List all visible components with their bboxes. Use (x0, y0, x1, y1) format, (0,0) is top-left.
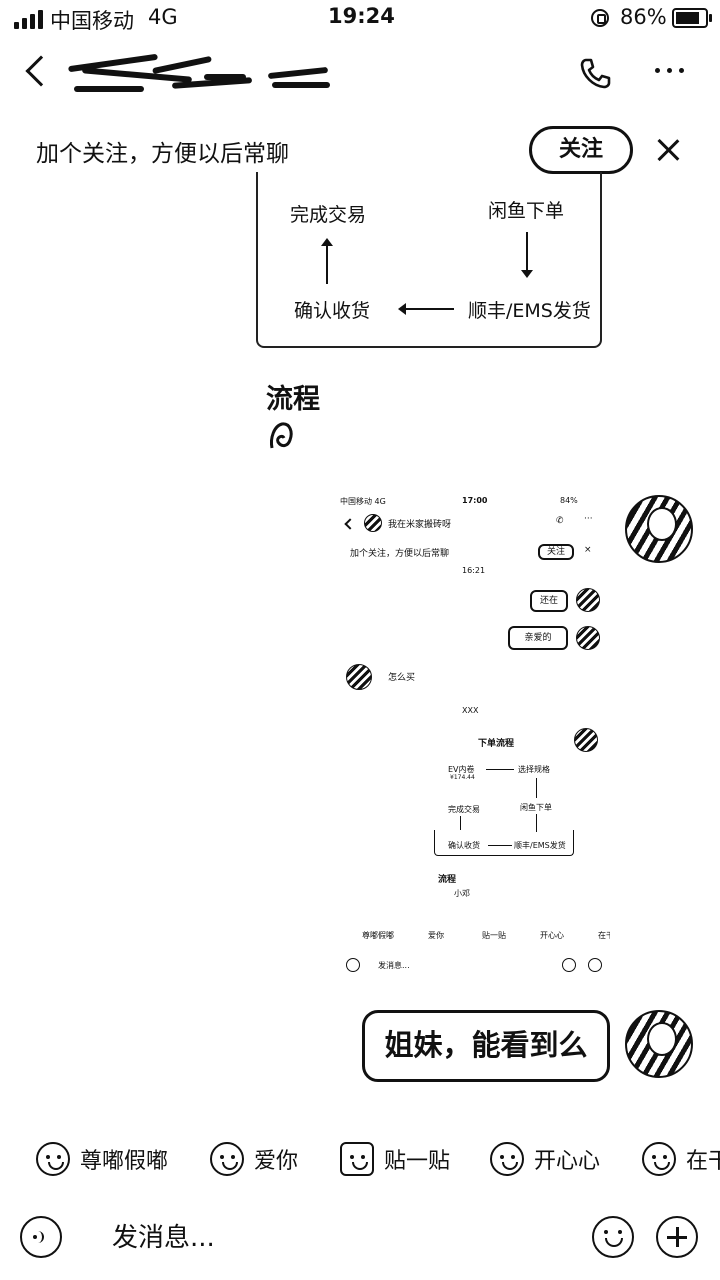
shot-arrow-up-icon (460, 816, 461, 830)
contact-name-redacted[interactable] (62, 48, 342, 100)
shot-reaction-5: 在干 (598, 931, 610, 940)
shot-self-avatar (576, 626, 600, 650)
shot-close-icon: × (584, 545, 592, 555)
close-icon[interactable] (656, 138, 680, 162)
panda-face-icon (36, 1142, 70, 1176)
shot-input-placeholder: 发消息... (378, 961, 410, 970)
shot-voice-icon (346, 958, 360, 972)
shot-follow-text: 加个关注，方便以后常聊 (350, 549, 450, 559)
arrow-left-icon (398, 303, 454, 315)
user-avatar[interactable] (625, 495, 693, 563)
shot-arrow-down-icon (536, 778, 537, 798)
flow-step-order: 闲鱼下单 (488, 200, 565, 222)
happy-face-icon (490, 1142, 524, 1176)
shot-question-message: 怎么买 (388, 673, 416, 683)
reaction-item[interactable]: 尊嘟假嘟 (36, 1136, 168, 1182)
shot-follow-button: 关注 (538, 544, 574, 560)
message-bubble[interactable]: 姐妹，能看到么 (362, 1010, 610, 1082)
shot-reaction-3: 贴一贴 (482, 931, 506, 940)
shot-status-left: 中国移动 4G (340, 497, 386, 506)
battery-percent: 86% (620, 5, 667, 29)
flow-step-complete: 完成交易 (290, 204, 367, 226)
author-avatar-icon (270, 422, 293, 449)
shot-status-battery: 84% (560, 496, 578, 505)
shot-step-1: EV内卷 (448, 765, 475, 774)
shot-self-avatar (574, 728, 598, 752)
shot-arrow-down-icon (536, 814, 537, 832)
flow-step-confirm: 确认收货 (294, 300, 371, 322)
more-dots-icon[interactable] (655, 68, 684, 73)
shot-arrow-left-icon (488, 845, 512, 846)
reaction-label: 在干 (686, 1149, 720, 1174)
love-face-icon (210, 1142, 244, 1176)
shot-more-icon: ··· (584, 514, 593, 524)
shot-reaction-2: 爱你 (428, 931, 444, 940)
battery-charging-icon (672, 8, 712, 28)
reaction-label: 爱你 (254, 1149, 299, 1174)
back-chevron-icon[interactable] (25, 55, 57, 87)
shot-contact-avatar (364, 514, 382, 532)
plus-icon[interactable] (656, 1216, 698, 1258)
chat-header (0, 40, 720, 110)
status-bar: 中国移动 4G 19:24 86% (0, 0, 720, 38)
shot-back-icon (344, 518, 356, 530)
shot-caption-author: 小邓 (454, 889, 470, 898)
reaction-label: 开心心 (534, 1149, 601, 1174)
shot-phone-icon: ✆ (556, 516, 564, 526)
shot-step-5: 确认收货 (448, 841, 480, 850)
carrier-label: 中国移动 (50, 9, 134, 33)
reaction-item[interactable]: 开心心 (490, 1136, 600, 1182)
order-flow-card[interactable]: 完成交易 闲鱼下单 确认收货 顺丰/EMS发货 (256, 172, 602, 348)
shot-caption-title: 流程 (438, 875, 457, 885)
reaction-label: 尊嘟假嘟 (80, 1149, 169, 1174)
hug-icon (340, 1142, 374, 1176)
quick-reactions-bar: 尊嘟假嘟 爱你 贴一贴 开心心 在干 (0, 1136, 720, 1182)
screenshot-image-message[interactable]: 中国移动 4G 17:00 84% 我在米家搬砖呀 ✆ ··· 加个关注，方便以… (338, 490, 610, 980)
shot-arrow-right-icon (486, 769, 514, 770)
flow-caption-title: 流程 (266, 384, 320, 415)
arrow-down-icon (521, 232, 533, 278)
shot-card-title: 下单流程 (478, 739, 515, 749)
follow-prompt-text: 加个关注，方便以后常聊 (36, 141, 289, 167)
emoji-icon[interactable] (592, 1216, 634, 1258)
arrow-up-icon (321, 238, 333, 284)
reaction-item[interactable]: 在干 (642, 1136, 720, 1182)
shot-step-2: 选择规格 (518, 765, 550, 774)
message-input[interactable] (112, 1218, 552, 1258)
flow-step-ship: 顺丰/EMS发货 (468, 300, 591, 322)
shot-timestamp: 16:21 (462, 566, 486, 575)
reaction-label: 贴一贴 (384, 1149, 451, 1174)
shot-step-1-sub: ¥174.44 (450, 774, 475, 781)
working-face-icon (642, 1142, 676, 1176)
shot-reaction-4: 开心心 (540, 931, 564, 940)
shot-plus-icon (588, 958, 602, 972)
shot-reaction-1: 尊嘟假嘟 (362, 931, 394, 940)
follow-button[interactable]: 关注 (529, 126, 633, 174)
reaction-item[interactable]: 爱你 (210, 1136, 298, 1182)
shot-step-6: 顺丰/EMS发货 (514, 841, 566, 850)
status-time: 19:24 (328, 4, 395, 28)
shot-step-4: 完成交易 (448, 805, 480, 814)
shot-small-label: XXX (462, 706, 479, 715)
shot-message-2: 亲爱的 (508, 626, 568, 650)
signal-icon (14, 10, 43, 29)
orientation-lock-icon (591, 9, 609, 27)
shot-message-1: 还在 (530, 590, 568, 612)
shot-flow-card (434, 830, 574, 856)
shot-self-avatar (576, 588, 600, 612)
user-avatar[interactable] (625, 1010, 693, 1078)
shot-emoji-icon (562, 958, 576, 972)
shot-status-time: 17:00 (462, 496, 488, 505)
network-label: 4G (148, 5, 178, 29)
voice-icon[interactable] (20, 1216, 62, 1258)
shot-chat-title: 我在米家搬砖呀 (388, 520, 452, 530)
reaction-item[interactable]: 贴一贴 (340, 1136, 450, 1182)
shot-step-3: 闲鱼下单 (520, 803, 552, 812)
phone-icon[interactable] (578, 56, 612, 90)
shot-contact-avatar (346, 664, 372, 690)
